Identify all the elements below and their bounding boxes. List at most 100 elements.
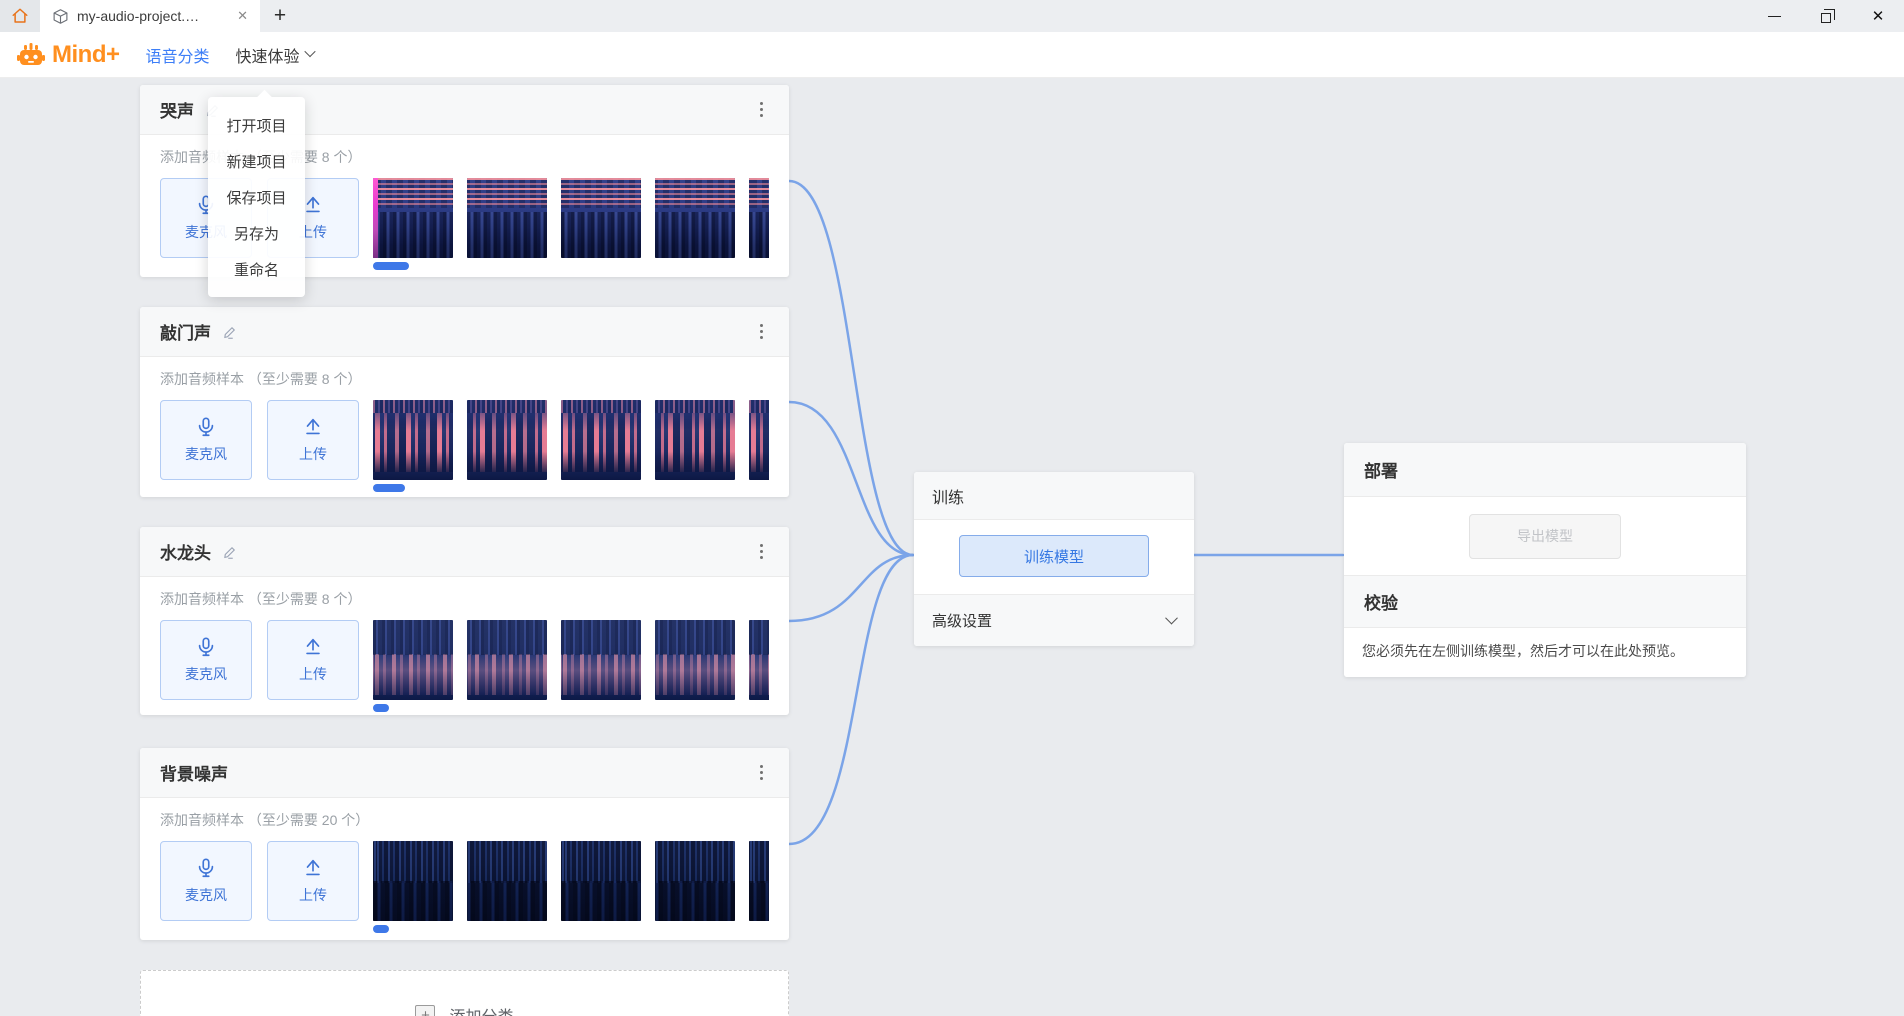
nav-quick-experience[interactable]: 快速体验 <box>236 43 316 67</box>
recording-indicator-stripe <box>373 178 378 258</box>
rename-pencil-icon[interactable] <box>223 324 238 339</box>
microphone-icon <box>198 858 214 878</box>
chevron-down-icon <box>303 45 316 58</box>
home-button[interactable] <box>0 0 40 32</box>
spectrogram-thumbnail[interactable] <box>655 841 735 921</box>
sample-thumbnails <box>373 841 769 933</box>
upload-icon <box>306 196 320 213</box>
class-card-body: 添加音频样本 （至少需要 8 个） 麦克风 上传 <box>140 357 789 506</box>
train-model-button[interactable]: 训练模型 <box>959 535 1149 577</box>
tab-title: my-audio-project.… <box>77 8 200 24</box>
upload-icon <box>306 638 320 655</box>
card-menu-dots-icon[interactable] <box>754 318 769 345</box>
class-card-body: 添加音频样本 （至少需要 8 个） 麦克风 上传 <box>140 577 789 726</box>
training-card: 训练 训练模型 高级设置 <box>914 472 1194 646</box>
plus-icon: + <box>415 1005 436 1016</box>
spectrogram-thumbnail[interactable] <box>561 841 641 921</box>
validation-message: 您必须先在左侧训练模型，然后才可以在此处预览。 <box>1344 628 1746 677</box>
microphone-button[interactable]: 麦克风 <box>160 841 252 921</box>
browser-tab[interactable]: my-audio-project.… ✕ <box>40 0 260 32</box>
sample-progress-bar <box>373 484 405 492</box>
card-menu-dots-icon[interactable] <box>754 538 769 565</box>
sample-thumbnails <box>373 620 769 712</box>
card-menu-dots-icon[interactable] <box>754 759 769 786</box>
spectrogram-thumbnail[interactable] <box>561 620 641 700</box>
spectrogram-thumbnail[interactable] <box>467 620 547 700</box>
class-title: 背景噪声 <box>160 765 228 784</box>
project-cube-icon <box>53 8 68 24</box>
home-icon <box>12 8 28 23</box>
upload-icon <box>306 859 320 876</box>
sample-thumbnails <box>373 400 769 492</box>
mindplus-robot-icon <box>17 42 45 65</box>
nav-audio-classification[interactable]: 语音分类 <box>145 48 210 66</box>
restore-icon <box>1821 9 1835 23</box>
app-header: Mind+ 语音分类 快速体验 <box>0 32 1904 78</box>
microphone-icon <box>198 417 214 437</box>
project-dropdown-menu: 打开项目 新建项目 保存项目 另存为 重命名 <box>208 97 305 297</box>
add-class-button[interactable]: + 添加分类 <box>140 970 789 1016</box>
menu-item-save-as[interactable]: 另存为 <box>233 225 279 243</box>
chevron-down-icon <box>1165 611 1178 624</box>
menu-item-save-project[interactable]: 保存项目 <box>226 189 287 207</box>
minimize-icon <box>1767 15 1781 17</box>
upload-button[interactable]: 上传 <box>267 841 359 921</box>
spectrogram-thumbnail[interactable] <box>655 620 735 700</box>
class-title: 水龙头 <box>160 544 211 563</box>
advanced-settings-row[interactable]: 高级设置 <box>914 594 1194 646</box>
restore-button[interactable] <box>1800 0 1852 32</box>
upload-icon <box>306 418 320 435</box>
sample-instruction: 添加音频样本 （至少需要 8 个） <box>160 371 362 387</box>
new-tab-button[interactable]: + <box>273 4 287 27</box>
sample-instruction: 添加音频样本 （至少需要 8 个） <box>160 591 362 607</box>
titlebar: my-audio-project.… ✕ + ✕ <box>0 0 1904 32</box>
upload-button[interactable]: 上传 <box>267 400 359 480</box>
sample-progress-bar <box>373 925 389 933</box>
spectrogram-thumbnail[interactable] <box>749 400 769 480</box>
microphone-button[interactable]: 麦克风 <box>160 400 252 480</box>
class-card-faucet: 水龙头 添加音频样本 （至少需要 8 个） 麦克风 上传 <box>140 527 789 715</box>
menu-item-new-project[interactable]: 新建项目 <box>226 153 287 171</box>
minimize-button[interactable] <box>1748 0 1800 32</box>
class-title: 哭声 <box>160 102 194 121</box>
class-card-knocking: 敲门声 添加音频样本 （至少需要 8 个） 麦克风 上传 <box>140 307 789 497</box>
spectrogram-thumbnail[interactable] <box>467 400 547 480</box>
class-card-background-noise: 背景噪声 添加音频样本 （至少需要 20 个） 麦克风 上传 <box>140 748 789 940</box>
spectrogram-thumbnail[interactable] <box>749 620 769 700</box>
spectrogram-thumbnail[interactable] <box>467 178 547 258</box>
spectrogram-thumbnail[interactable] <box>373 178 453 258</box>
class-card-header: 水龙头 <box>140 527 789 577</box>
card-menu-dots-icon[interactable] <box>754 96 769 123</box>
spectrogram-thumbnail[interactable] <box>373 620 453 700</box>
sample-instruction: 添加音频样本 （至少需要 20 个） <box>160 812 370 828</box>
upload-button[interactable]: 上传 <box>267 620 359 700</box>
spectrogram-thumbnail[interactable] <box>373 841 453 921</box>
class-card-body: 添加音频样本 （至少需要 8 个） 麦克风 上传 <box>140 135 789 284</box>
spectrogram-thumbnail[interactable] <box>749 841 769 921</box>
tab-close-icon[interactable]: ✕ <box>237 8 248 23</box>
rename-pencil-icon[interactable] <box>223 544 238 559</box>
spectrogram-thumbnail[interactable] <box>655 400 735 480</box>
deploy-card: 部署 导出模型 校验 您必须先在左侧训练模型，然后才可以在此处预览。 <box>1344 443 1746 677</box>
spectrogram-thumbnail[interactable] <box>749 178 769 258</box>
class-card-header: 敲门声 <box>140 307 789 357</box>
spectrogram-thumbnail[interactable] <box>561 400 641 480</box>
menu-item-open-project[interactable]: 打开项目 <box>226 117 287 135</box>
spectrogram-thumbnail[interactable] <box>467 841 547 921</box>
deploy-title: 部署 <box>1344 443 1746 497</box>
close-button[interactable]: ✕ <box>1852 0 1904 32</box>
window-controls: ✕ <box>1748 0 1904 32</box>
class-card-header: 背景噪声 <box>140 748 789 798</box>
spectrogram-thumbnail[interactable] <box>373 400 453 480</box>
microphone-button[interactable]: 麦克风 <box>160 620 252 700</box>
export-model-button[interactable]: 导出模型 <box>1469 513 1621 559</box>
microphone-icon <box>198 637 214 657</box>
spectrogram-thumbnail[interactable] <box>561 178 641 258</box>
class-card-body: 添加音频样本 （至少需要 20 个） 麦克风 上传 <box>140 798 789 947</box>
sample-progress-bar <box>373 704 389 712</box>
spectrogram-thumbnail[interactable] <box>655 178 735 258</box>
add-class-label: 添加分类 <box>449 1003 513 1016</box>
sample-progress-bar <box>373 262 409 270</box>
menu-item-rename[interactable]: 重命名 <box>233 261 279 279</box>
